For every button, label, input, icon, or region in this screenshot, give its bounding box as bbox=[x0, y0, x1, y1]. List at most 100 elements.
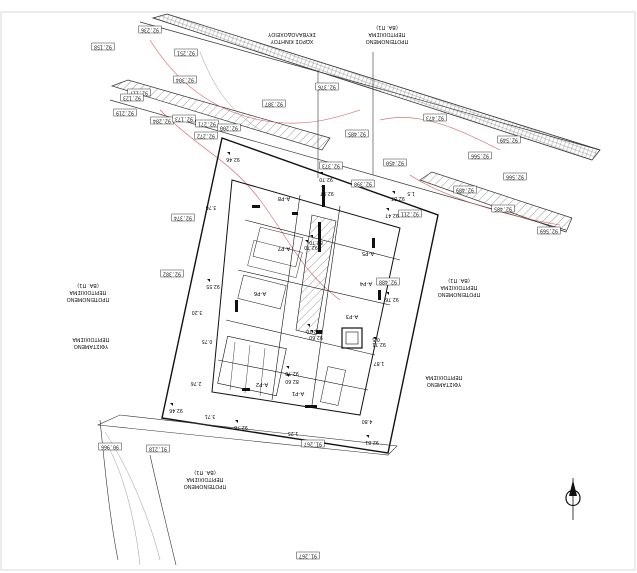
elevation-value: 90.966 bbox=[101, 443, 119, 449]
level-marker: 92.70 bbox=[285, 366, 299, 376]
dimension-value: 0.75 bbox=[202, 338, 213, 344]
dimension-value: 1.5 bbox=[407, 190, 415, 196]
elevation-label: 91.267 bbox=[296, 551, 320, 560]
level-marker: 92.46 bbox=[169, 403, 183, 413]
level-marker: 92.81 bbox=[365, 435, 379, 445]
elevation-value: 92.219 bbox=[116, 109, 134, 115]
elevation-value: 92.272 bbox=[197, 132, 215, 138]
lower-left-road bbox=[99, 419, 119, 561]
drawing-frame bbox=[0, 11, 636, 571]
level-marker: 82.60 bbox=[285, 374, 299, 384]
elevation-label: 92.569 bbox=[537, 226, 561, 235]
dimension-value: 2.76 bbox=[191, 380, 202, 386]
note-line: ΠΕΡΙΤΟΙΧΙΣΜΑ bbox=[440, 284, 477, 290]
elevation-value: 92.549 bbox=[500, 136, 518, 142]
room-label: Α-Ρ7 bbox=[277, 245, 290, 251]
elevation-label: 92.373 bbox=[319, 161, 343, 170]
note-line: ΠΕΡΙΤΟΙΧΙΣΜΑ bbox=[72, 336, 109, 342]
note-line: ΧΩΡΟΣ ΚΙΝΗΤΟΥ bbox=[270, 38, 314, 44]
dimension-value: 0.5 bbox=[372, 336, 380, 342]
road-band-top bbox=[139, 13, 601, 161]
level-marker: 92.71 bbox=[372, 337, 386, 347]
note-line: ΠΡΟΤΕΙΝΟΜΕΝΟ bbox=[438, 291, 481, 297]
note-line: ΥΦΙΣΤΑΜΕΝΟ bbox=[74, 343, 110, 349]
north-arrow-icon bbox=[565, 478, 581, 520]
room-label: Α-Ρ8 bbox=[277, 195, 290, 201]
elevation-value: 92.485 bbox=[348, 130, 366, 136]
room-label: Α-Ρ3 bbox=[345, 313, 358, 319]
level-value: 82.70 bbox=[309, 239, 323, 245]
level-marker: 92.46 bbox=[226, 152, 240, 162]
elevation-label: 92.374 bbox=[171, 213, 195, 222]
elevation-label: 92.473 bbox=[423, 113, 447, 122]
elevation-value: 92.473 bbox=[426, 114, 444, 120]
elevation-label: 92.284 bbox=[150, 116, 174, 125]
elevation-value: 92.450 bbox=[386, 159, 404, 165]
level-marker: 92.47 bbox=[385, 208, 399, 218]
elevation-label: 92.382 bbox=[160, 269, 184, 278]
lower-road-edge bbox=[96, 414, 398, 456]
level-markers: 92.9792.7082.7092.5592.7692.7092.6092.70… bbox=[169, 152, 405, 445]
elevation-value: 92.374 bbox=[174, 214, 192, 220]
elevation-value: 92.173 bbox=[175, 115, 193, 121]
elevation-value: 92.158 bbox=[94, 43, 112, 49]
elevation-label: 92.251 bbox=[174, 48, 198, 57]
elevation-value: 92.123 bbox=[123, 94, 141, 100]
level-value: 92.97 bbox=[320, 190, 334, 196]
level-value: 92.81 bbox=[365, 439, 379, 445]
elevation-label: 92.485 bbox=[345, 129, 369, 138]
dimension-value: 1.87 bbox=[374, 360, 385, 366]
dimension-value: 4.80 bbox=[362, 418, 373, 424]
level-value: 92.76 bbox=[385, 296, 399, 302]
note-line: ΠΕΡΙΤΟΙΧΙΣΜΑ bbox=[368, 31, 405, 37]
elevation-value: 92.566 bbox=[471, 152, 489, 158]
elevation-label: 92.398 bbox=[351, 179, 375, 188]
note-line: ΠΕΡΙΤΟΙΧΙΣΜΑ bbox=[186, 476, 223, 482]
level-marker: 92.70 bbox=[319, 172, 333, 182]
elevation-label: 92.123 bbox=[120, 93, 144, 102]
elevation-value: 92.569 bbox=[540, 227, 558, 233]
elevation-value: 92.373 bbox=[322, 162, 340, 168]
elevation-label: 92.272 bbox=[194, 131, 218, 140]
elevation-value: 92.398 bbox=[354, 180, 372, 186]
note-line: (ΒΑ. Π1) bbox=[448, 277, 470, 283]
elevation-value: 92.566 bbox=[506, 173, 524, 179]
level-value: 92.60 bbox=[309, 334, 323, 340]
elevation-value: 92.387 bbox=[265, 100, 283, 106]
dimension-value: 3.76 bbox=[206, 204, 217, 210]
dimension-value: 1.25 bbox=[288, 430, 299, 436]
level-marker: 92.70 bbox=[304, 240, 318, 250]
note-line: ΣΚΥΒΑΛΟΔΟΧΕΙΟΥ bbox=[267, 31, 316, 37]
lower-left-road-2 bbox=[149, 454, 177, 566]
room-label: Α-Ρ2 bbox=[256, 381, 269, 387]
level-value: 92.70 bbox=[319, 176, 333, 182]
elevation-value: 91.267 bbox=[304, 440, 322, 446]
note-line: ΠΕΡΙΤΟΙΧΙΣΜΑ bbox=[69, 289, 106, 295]
elevation-value: 92.382 bbox=[163, 270, 181, 276]
note-line: ΠΡΟΤΕΙΝΟΜΕΝΟ bbox=[366, 38, 409, 44]
level-value: 92.87 bbox=[391, 195, 405, 201]
level-value: 92.46 bbox=[169, 407, 183, 413]
level-marker: 92.76 bbox=[234, 420, 248, 430]
elevation-label: 91.218 bbox=[146, 444, 170, 453]
level-marker: 92.55 bbox=[206, 279, 220, 289]
elevation-label: 92.158 bbox=[91, 42, 115, 51]
level-value: 92.46 bbox=[226, 156, 240, 162]
elevation-label: 92.549 bbox=[497, 135, 521, 144]
elevation-value: 92.251 bbox=[177, 49, 195, 55]
dimension-value: 3.20 bbox=[192, 309, 203, 315]
elevation-labels: 92.23692.15892.25192.30492.11792.12392.2… bbox=[91, 25, 561, 560]
elevation-value: 92.236 bbox=[141, 26, 159, 32]
level-marker: 92.60 bbox=[309, 330, 323, 340]
level-value: 82.60 bbox=[285, 378, 299, 384]
level-value: 92.71 bbox=[372, 341, 386, 347]
dimension-labels: 3.200.753.762.761.874.803.711.250.51.5 bbox=[191, 190, 415, 436]
elevation-value: 92.200 bbox=[220, 124, 238, 130]
elevation-value: 92.211 bbox=[401, 210, 419, 216]
